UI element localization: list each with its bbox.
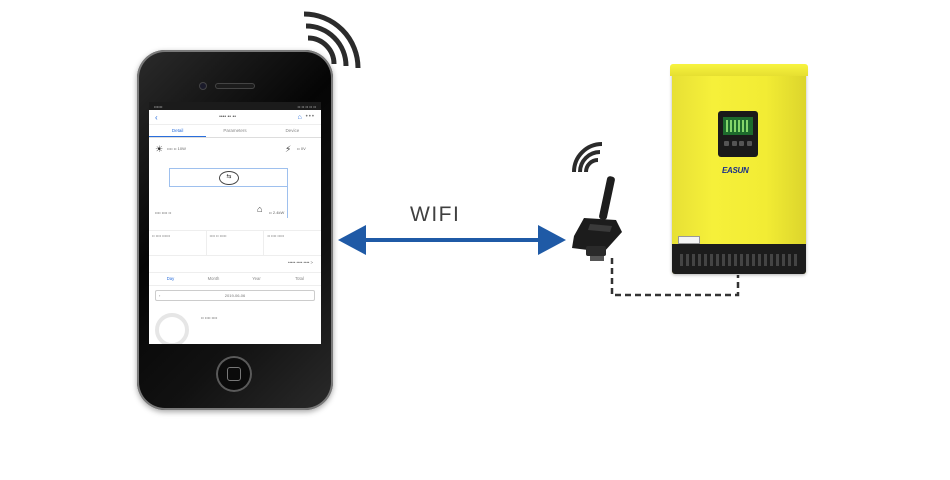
inverter-vent bbox=[680, 254, 798, 266]
inverter-buttons bbox=[724, 141, 752, 147]
earpiece-speaker bbox=[215, 83, 255, 89]
period-selector: Day Month Year Total bbox=[149, 272, 321, 286]
summary-row: •• •••• •••• bbox=[149, 305, 321, 344]
flow-wire-bottom bbox=[169, 186, 287, 187]
app-nav-bar: ‹ •••• •• •• ⌂ ••• bbox=[149, 110, 321, 125]
inverter-button[interactable] bbox=[731, 141, 737, 146]
inverter-sticker bbox=[678, 236, 700, 244]
tab-detail[interactable]: Detail bbox=[149, 125, 207, 137]
pv-label: •••• •• 10W bbox=[167, 146, 186, 151]
info-cells: •• •••• •••••• •••• •• ••••• •• •••• •••… bbox=[149, 231, 321, 256]
inverter-display-panel bbox=[718, 111, 758, 157]
solar-panel-icon: ☀ bbox=[155, 144, 164, 154]
period-year[interactable]: Year bbox=[252, 276, 261, 281]
flow-wire-left bbox=[169, 168, 170, 186]
load-plug-icon: ⌂ bbox=[257, 204, 263, 214]
load-label: •• 2.4kW bbox=[269, 210, 285, 215]
smartphone: •••••• •• •• •• •• •• ‹ •••• •• •• ⌂ •••… bbox=[137, 50, 333, 410]
phone-wifi-signal-icon bbox=[303, 11, 361, 69]
app-tabs: Detail Parameters Device bbox=[149, 125, 321, 138]
detail-link[interactable]: ••••• •••• •••• > bbox=[288, 260, 313, 265]
info-cell: •• •••• ••••• bbox=[267, 234, 285, 238]
dongle-wifi-signal-icon bbox=[572, 142, 603, 173]
grid-tower-icon: ⚡ bbox=[285, 144, 292, 154]
status-bar: •••••• •• •• •• •• •• bbox=[149, 102, 321, 110]
tab-device[interactable]: Device bbox=[285, 128, 300, 133]
inverter-button[interactable] bbox=[724, 141, 729, 146]
app-screen: •••••• •• •• •• •• •• ‹ •••• •• •• ⌂ •••… bbox=[149, 102, 321, 344]
wifi-label: WIFI bbox=[410, 203, 461, 226]
flow-wire-top bbox=[169, 168, 287, 169]
status-left: •••••• bbox=[154, 103, 163, 109]
inverter-lcd-screen bbox=[723, 117, 753, 135]
info-cell: •••• •• ••••• bbox=[207, 231, 265, 255]
donut-chart bbox=[155, 313, 189, 344]
solar-inverter: EASUN bbox=[670, 64, 808, 274]
wifi-dongle bbox=[572, 176, 622, 261]
inverter-top-cap bbox=[670, 64, 808, 76]
date-prev-icon[interactable]: ‹ bbox=[159, 293, 161, 298]
wifi-connection-arrow bbox=[338, 225, 566, 255]
date-picker[interactable]: ‹ 2019-06-06 bbox=[155, 290, 315, 301]
dashed-cable bbox=[610, 258, 740, 297]
more-icon[interactable]: ••• bbox=[305, 114, 315, 120]
period-total[interactable]: Total bbox=[295, 276, 304, 281]
home-icon[interactable]: ⌂ bbox=[297, 113, 302, 121]
flow-wire-right bbox=[287, 168, 288, 218]
tab-parameters[interactable]: Parameters bbox=[223, 128, 247, 133]
period-day[interactable]: Day bbox=[166, 276, 175, 281]
period-month[interactable]: Month bbox=[207, 276, 220, 281]
home-button[interactable] bbox=[216, 356, 252, 392]
back-chevron-icon[interactable]: ‹ bbox=[155, 112, 158, 122]
energy-flow-panel: ☀ •••• •• 10W ⚡ •• 0V ⇆ •••• •••• •• ⌂ •… bbox=[149, 138, 321, 231]
battery-label: •••• •••• •• bbox=[155, 210, 172, 215]
summary-text: •• •••• •••• bbox=[201, 315, 218, 320]
inverter-hub-icon: ⇆ bbox=[219, 171, 239, 185]
date-value: 2019-06-06 bbox=[224, 293, 246, 298]
inverter-button[interactable] bbox=[746, 141, 752, 146]
info-cell: •• •••• •••••• bbox=[149, 231, 207, 255]
inverter-button[interactable] bbox=[739, 141, 745, 146]
nav-title: •••• •• •• bbox=[219, 114, 236, 120]
status-right: •• •• •• •• •• bbox=[297, 103, 316, 109]
grid-label: •• 0V bbox=[297, 146, 306, 151]
inverter-brand-logo: EASUN bbox=[722, 166, 749, 175]
front-camera bbox=[199, 82, 207, 90]
